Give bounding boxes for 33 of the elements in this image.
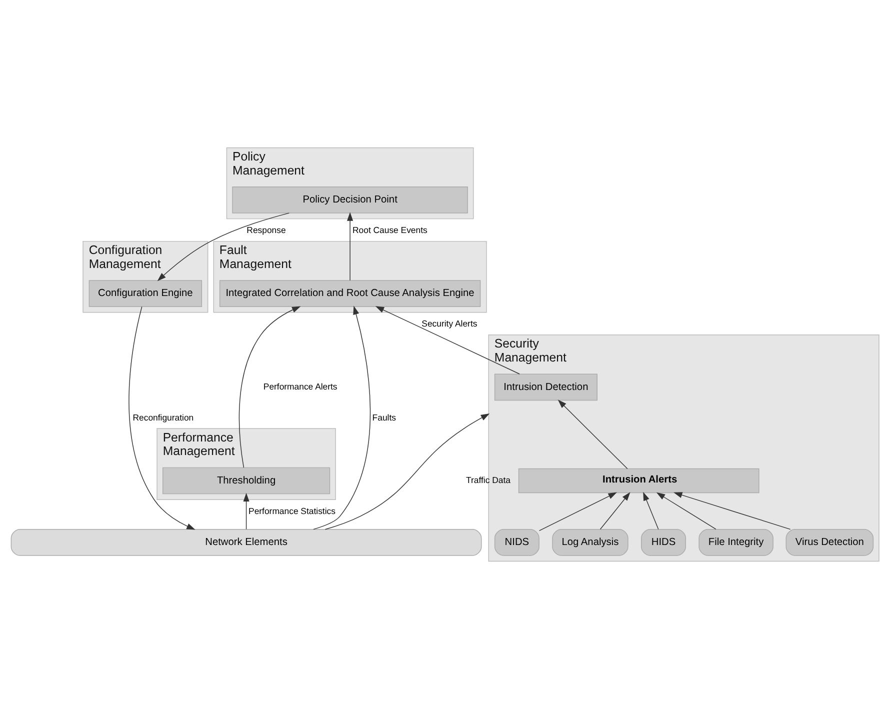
arrow: [674, 492, 791, 530]
node-box: Intrusion Detection: [494, 374, 598, 401]
node-box: Policy Decision Point: [232, 186, 468, 214]
edge-label: Performance Alerts: [263, 381, 338, 392]
arrow: [656, 492, 716, 530]
node-box: Intrusion Alerts: [518, 468, 760, 494]
edge-label: Performance Statistics: [248, 506, 336, 516]
edge-label: Reconfiguration: [132, 412, 194, 422]
arrow: [238, 306, 301, 468]
node-box: Thresholding: [162, 467, 330, 494]
node-box: Network Elements: [10, 529, 482, 556]
edge-label: Faults: [372, 412, 396, 422]
arrow: [157, 212, 290, 282]
node-box: Configuration Engine: [88, 280, 202, 307]
arrow: [375, 306, 520, 374]
arrow: [347, 212, 354, 281]
arrow: [558, 400, 628, 470]
arrow: [538, 492, 617, 532]
arrow: [643, 492, 659, 530]
edge-label: Security Alerts: [422, 318, 478, 329]
node-box: Integrated Correlation and Root Cause Analysis Engine: [219, 280, 481, 307]
edge-label: Root Cause Events: [352, 225, 428, 236]
node-box: File Integrity: [698, 529, 774, 556]
arrow: [324, 414, 490, 530]
node-box: NIDS: [494, 529, 540, 556]
arrow: [128, 306, 196, 530]
arrow: [600, 492, 630, 530]
node-box: Virus Detection: [786, 529, 874, 556]
arrow: [243, 492, 250, 530]
node-box: HIDS: [641, 529, 686, 556]
node-box: Log Analysis: [552, 529, 628, 556]
edge-label: Response: [246, 225, 286, 236]
arrow: [313, 306, 371, 530]
